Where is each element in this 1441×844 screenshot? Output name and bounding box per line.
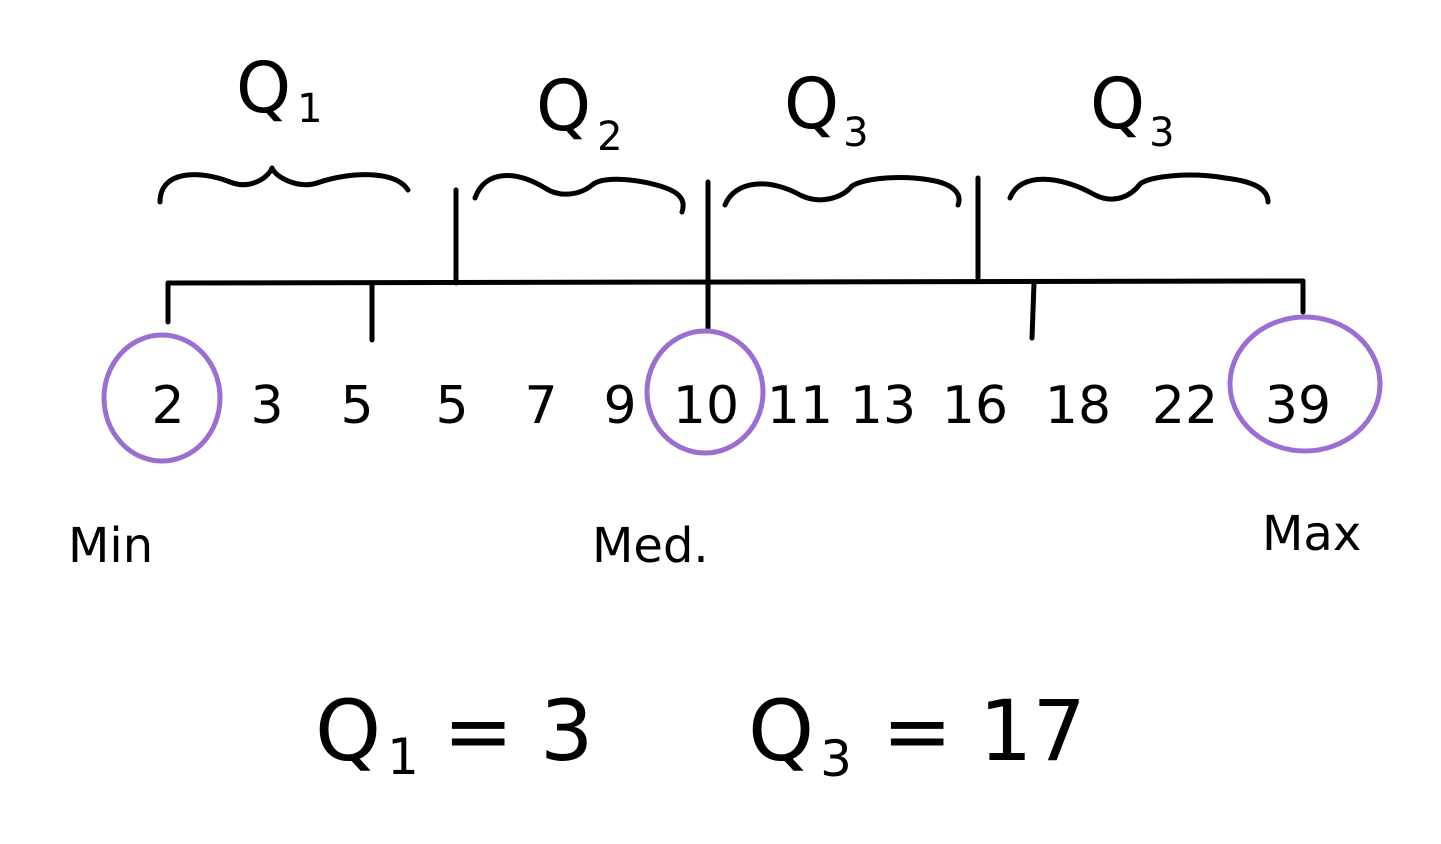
value-39: 39 — [1265, 376, 1331, 436]
label-median: Med. — [592, 518, 709, 574]
value-3: 3 — [250, 376, 283, 436]
brace-q1 — [157, 165, 411, 205]
label-max: Max — [1262, 506, 1361, 562]
value-18: 18 — [1045, 376, 1111, 436]
circle-median — [644, 328, 766, 456]
number-line — [165, 175, 1306, 343]
brace-q3 — [722, 175, 962, 208]
value-list: 2 3 5 5 7 9 10 11 13 16 18 22 39 — [151, 376, 1331, 436]
value-5b: 5 — [435, 376, 468, 436]
value-22: 22 — [1152, 376, 1218, 436]
circle-min — [101, 332, 223, 464]
brace-q2 — [472, 173, 686, 215]
value-5a: 5 — [340, 376, 373, 436]
value-16: 16 — [942, 376, 1008, 436]
tick-q3 — [1029, 280, 1037, 341]
value-2: 2 — [151, 376, 184, 436]
brace-q4 — [1007, 172, 1271, 205]
value-7: 7 — [524, 376, 557, 436]
circle-max — [1227, 314, 1383, 454]
value-10: 10 — [673, 376, 739, 436]
value-11: 11 — [767, 376, 833, 436]
value-9: 9 — [603, 376, 636, 436]
number-line-axis — [165, 278, 1306, 286]
value-13: 13 — [850, 376, 916, 436]
label-min: Min — [68, 518, 153, 574]
